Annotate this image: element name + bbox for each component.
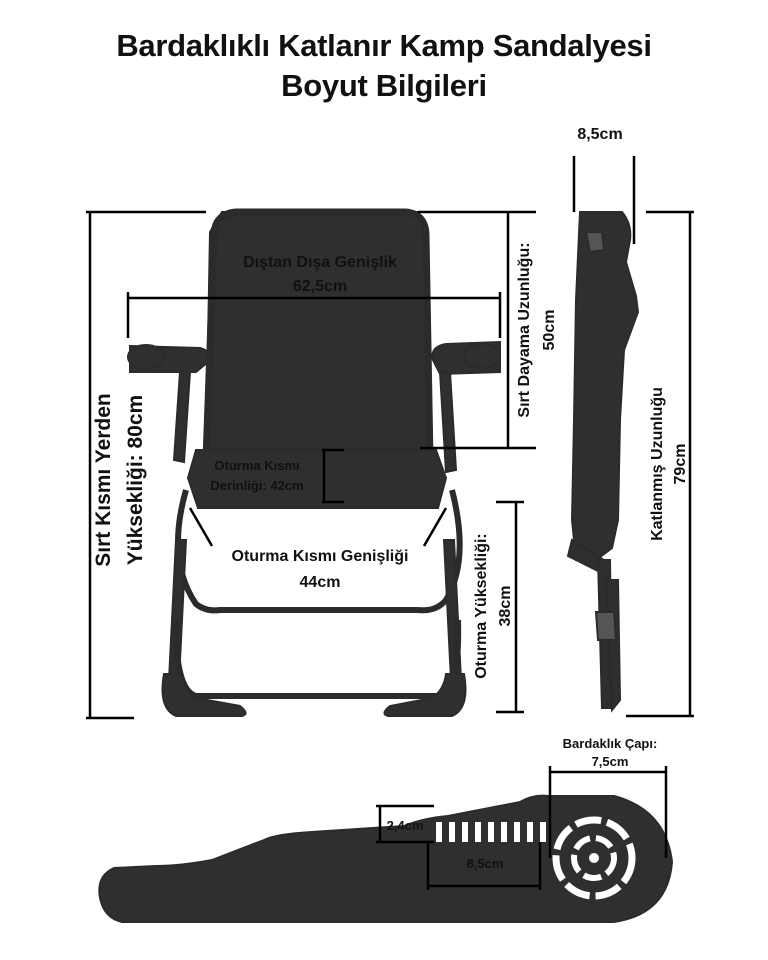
- outer-width-label: Dıştan Dışa Genişlik: [243, 254, 397, 271]
- seat-height-label: Oturma Yüksekliği:: [473, 533, 490, 679]
- page-title-line2: Boyut Bilgileri: [281, 68, 487, 103]
- armrest-slot-length-label: 8,5cm: [466, 856, 504, 871]
- backrest-length-label: Sırt Dayama Uzunluğu:: [516, 242, 533, 418]
- seat-height-value: 38cm: [497, 585, 514, 627]
- folded-dimension-lines: [572, 156, 694, 718]
- back-height-label: Sırt Kısmı Yerden: [92, 393, 115, 567]
- page-title-line1: Bardaklıklı Katlanır Kamp Sandalyesi: [116, 28, 652, 63]
- armrest-dimension-lines: [376, 766, 668, 890]
- outer-width-value: 62,5cm: [292, 278, 348, 295]
- armrest-thickness-label: 2,4cm: [386, 818, 424, 833]
- cupholder-diameter-label: Bardaklık Çapı:: [562, 736, 658, 751]
- folded-length-value: 79cm: [672, 443, 689, 485]
- folded-length-label: Katlanmış Uzunluğu: [649, 387, 666, 541]
- cupholder-diameter-value: 7,5cm: [591, 754, 629, 769]
- front-dimension-lines: [86, 210, 536, 720]
- seat-width-label: Oturma Kısmı Genişliği: [231, 548, 409, 565]
- seat-depth-value: Derinliği: 42cm: [210, 478, 304, 493]
- armrest-illustration: [98, 794, 674, 923]
- folded-chair-illustration: [566, 211, 640, 713]
- folded-thickness-label: 8,5cm: [577, 126, 623, 143]
- seat-width-value: 44cm: [299, 574, 341, 591]
- front-chair-illustration: [127, 208, 501, 717]
- seat-depth-label: Oturma Kısmı: [214, 458, 300, 473]
- backrest-length-value: 50cm: [541, 309, 558, 351]
- back-height-value: Yüksekliği: 80cm: [124, 394, 147, 566]
